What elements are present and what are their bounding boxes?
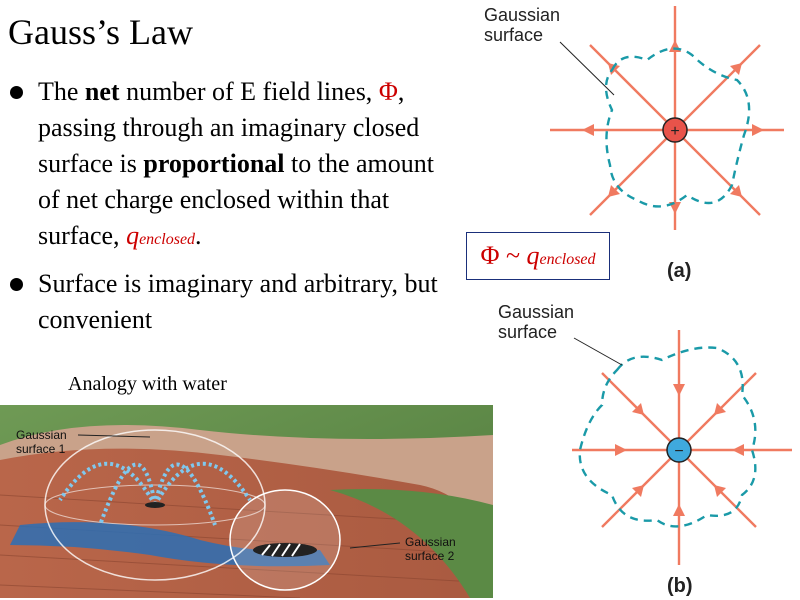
emphasis-net: net bbox=[84, 77, 120, 106]
field-arrowheads-inward bbox=[615, 384, 744, 516]
q-symbol: q bbox=[126, 221, 140, 250]
label-surface-1-line1: Gaussian bbox=[16, 428, 67, 442]
label-surface-1-line2: surface 1 bbox=[16, 442, 66, 456]
q-subscript: enclosed bbox=[139, 231, 196, 248]
caption-b: (b) bbox=[667, 575, 693, 597]
bullet-dot bbox=[10, 278, 23, 291]
phi-symbol: Φ bbox=[378, 77, 398, 106]
slide-title: Gauss’s Law bbox=[8, 12, 193, 52]
field-arrowheads bbox=[582, 40, 764, 214]
text: number of E field lines, bbox=[119, 77, 379, 106]
label-surface-2-line2: surface 2 bbox=[405, 549, 455, 563]
gaussian-surface-a bbox=[604, 47, 751, 208]
bullet-list: The net number of E field lines, Φ, pass… bbox=[8, 74, 438, 346]
water-analogy-illustration: Gaussian surface 1 Gaussian surface 2 bbox=[0, 405, 493, 598]
pointer-line bbox=[77, 434, 151, 438]
analogy-caption: Analogy with water bbox=[68, 373, 227, 395]
text: . bbox=[195, 221, 202, 250]
label-gaussian-b-line2: surface bbox=[498, 322, 557, 342]
text: The bbox=[38, 77, 85, 106]
gauss-diagrams: + Gaussian surface (a) − Gaussian surfac… bbox=[484, 5, 792, 597]
positive-charge bbox=[662, 117, 688, 143]
formula-box: Φ ~ qenclosed bbox=[466, 232, 610, 280]
diagram-b: − Gaussian surface (b) bbox=[498, 302, 792, 597]
drain-grate bbox=[261, 543, 301, 557]
formula-q-subscript: enclosed bbox=[539, 251, 596, 268]
field-lines-outward bbox=[550, 6, 784, 230]
emphasis-proportional: proportional bbox=[143, 149, 285, 178]
gaussian-surface-2-dome bbox=[229, 489, 341, 591]
pointer-line bbox=[559, 41, 615, 96]
bullet-item-2: Surface is imaginary and arbitrary, but … bbox=[8, 266, 438, 338]
pointer-line bbox=[349, 542, 401, 549]
label-gaussian-a-line2: surface bbox=[484, 25, 543, 45]
charge-sign-minus: − bbox=[674, 443, 683, 460]
pointer-line bbox=[573, 337, 623, 366]
negative-charge bbox=[666, 437, 692, 463]
gaussian-surface-1-base bbox=[44, 484, 266, 526]
bullet-item-1: The net number of E field lines, Φ, pass… bbox=[8, 74, 438, 258]
caption-a: (a) bbox=[667, 260, 691, 282]
formula-q: q bbox=[526, 241, 540, 270]
fountain-head bbox=[145, 502, 165, 508]
fountain-sprays bbox=[58, 461, 252, 526]
bullet-dot bbox=[10, 86, 23, 99]
water-puddle bbox=[10, 522, 330, 567]
label-gaussian-a-line1: Gaussian bbox=[484, 5, 560, 25]
label-surface-2-line1: Gaussian bbox=[405, 535, 456, 549]
formula-tilde: ~ bbox=[499, 241, 527, 270]
gaussian-surface-b bbox=[578, 346, 757, 528]
bullet-text: Surface is imaginary and arbitrary, but … bbox=[38, 269, 438, 334]
text: , passing through an imaginary closed su… bbox=[38, 77, 420, 178]
charge-sign-plus: + bbox=[670, 123, 679, 140]
grass-corner bbox=[330, 489, 493, 598]
label-gaussian-b-line1: Gaussian bbox=[498, 302, 574, 322]
formula-phi: Φ bbox=[480, 241, 500, 270]
diagram-a: + Gaussian surface (a) bbox=[484, 5, 784, 282]
text: to the amount of net charge enclosed wit… bbox=[38, 149, 434, 250]
